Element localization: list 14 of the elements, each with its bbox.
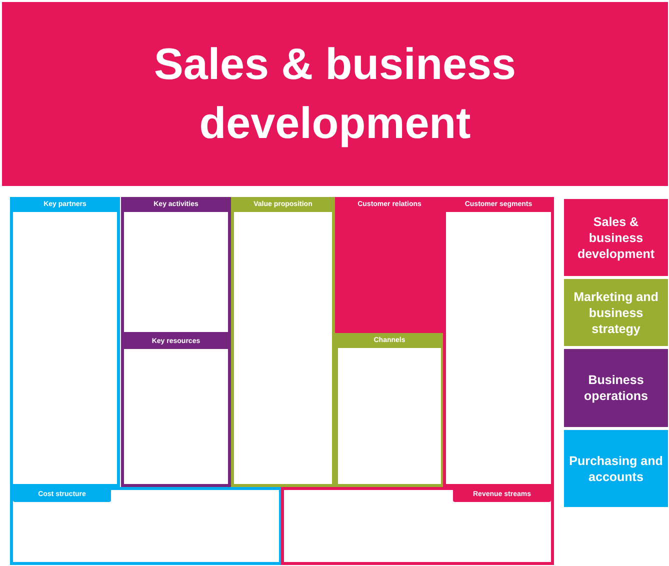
canvas-block [335, 333, 444, 487]
title: Sales & business development [153, 38, 517, 150]
legend-swatch: Purchasing and accounts [564, 430, 668, 507]
legend-swatch: Marketing and business strategy [564, 279, 668, 346]
canvas-block [231, 197, 335, 487]
canvas-block [121, 197, 231, 335]
canvas-block [121, 334, 231, 487]
legend-swatch: Business operations [564, 349, 668, 427]
canvas-block [335, 197, 444, 333]
canvas-block [10, 197, 120, 487]
canvas-block [10, 487, 282, 565]
legend-swatch: Sales & business development [564, 199, 668, 276]
canvas-block [443, 197, 554, 487]
canvas-block [281, 487, 554, 565]
